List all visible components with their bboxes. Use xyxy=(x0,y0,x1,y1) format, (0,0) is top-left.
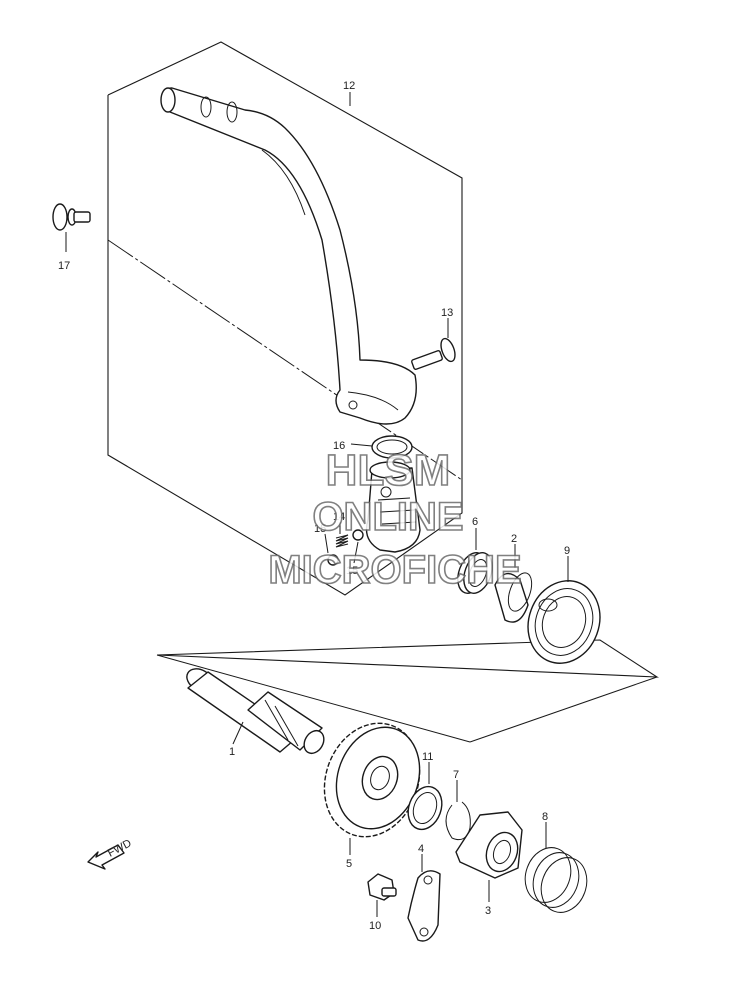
watermark: HLSM ONLINE MICROFICHE xyxy=(268,445,523,593)
callout-15-left: 15 xyxy=(314,523,326,535)
callout-7: 7 xyxy=(453,769,459,781)
spring-14 xyxy=(335,534,349,548)
kick-starter-ratchet-3 xyxy=(455,811,523,879)
callout-6: 6 xyxy=(472,516,478,528)
guide-2 xyxy=(494,572,533,623)
callout-1: 1 xyxy=(229,746,235,758)
kick-starter-shaft xyxy=(186,668,325,755)
callout-10: 10 xyxy=(369,920,381,932)
kick-spindle xyxy=(365,461,421,553)
bolt-13 xyxy=(411,337,456,370)
kick-drive-gear-5 xyxy=(323,722,421,838)
leader-lines xyxy=(65,92,569,917)
callout-11: 11 xyxy=(422,751,433,763)
bolt-10 xyxy=(367,873,397,901)
callout-8: 8 xyxy=(542,811,548,823)
kick-spring-9 xyxy=(527,580,601,664)
callout-16: 16 xyxy=(333,440,345,452)
o-ring-16 xyxy=(371,435,413,459)
callout-13: 13 xyxy=(441,307,453,319)
callout-12: 12 xyxy=(343,80,355,92)
callout-14: 14 xyxy=(333,511,345,523)
washer-11 xyxy=(407,785,443,831)
plate-4 xyxy=(407,870,441,942)
spring-8 xyxy=(524,847,588,913)
watermark-line-1: HLSM xyxy=(326,446,451,495)
bolt-17 xyxy=(52,203,91,231)
fwd-label: FWD xyxy=(106,837,134,859)
steel-ball-15-right xyxy=(352,529,364,541)
callout-15-right: 15 xyxy=(346,565,358,577)
kick-shaft-group-frame xyxy=(156,639,659,743)
callout-9: 9 xyxy=(564,545,570,557)
callout-4: 4 xyxy=(418,843,424,855)
circlip-7 xyxy=(445,801,471,841)
fwd-arrow-icon xyxy=(87,844,125,870)
callout-3: 3 xyxy=(485,905,491,917)
watermark-line-2: ONLINE xyxy=(312,495,463,539)
callout-2: 2 xyxy=(511,533,517,545)
watermark-line-3: MICROFICHE xyxy=(268,548,521,592)
steel-ball-15-left xyxy=(327,554,339,566)
callout-17: 17 xyxy=(58,260,70,272)
kick-starter-lever xyxy=(160,87,417,425)
callout-labels: 12 17 13 16 6 2 9 14 15 15 1 11 7 5 8 4 … xyxy=(58,80,570,932)
bushing-6 xyxy=(457,552,493,594)
callout-5: 5 xyxy=(346,858,352,870)
forward-direction-indicator: FWD xyxy=(87,837,134,870)
